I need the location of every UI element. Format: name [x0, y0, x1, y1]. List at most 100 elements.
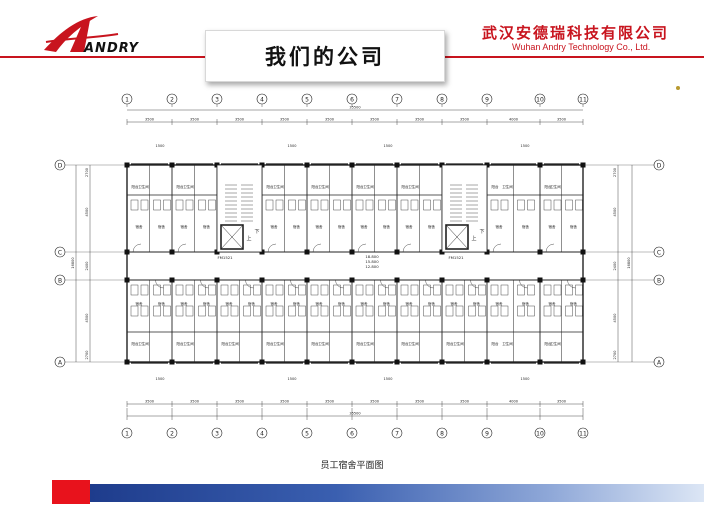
axis-bubble-top	[534, 93, 546, 105]
label-dorm: 宿舍	[451, 301, 459, 306]
label-toilet: 卫生间	[273, 184, 284, 189]
bed-fixture	[378, 284, 386, 296]
bed-fixture	[230, 284, 239, 296]
window-code-top: 1500	[288, 144, 297, 148]
axis-label-top: 4	[260, 97, 264, 104]
window-code-bottom: 1500	[384, 377, 393, 381]
bed-fixture	[230, 305, 239, 317]
bed-fixture	[288, 284, 296, 296]
dim-bottom-value: 3500	[280, 400, 289, 404]
bed-fixture	[468, 284, 476, 296]
bed-fixture	[455, 284, 464, 296]
bed-fixture	[198, 305, 206, 317]
bed-fixture	[365, 199, 374, 211]
axis-label-bottom: 9	[485, 431, 489, 438]
stair-down-label: 下	[479, 229, 484, 235]
structural-column	[394, 277, 400, 283]
bed-fixture	[275, 284, 284, 296]
stair-up-label: 上	[246, 235, 251, 242]
bed-fixture	[575, 305, 583, 317]
structural-column	[537, 249, 543, 255]
bed-fixture	[490, 305, 499, 317]
structural-column	[304, 249, 310, 255]
row-axis-label-left: C	[58, 250, 62, 257]
structural-column	[537, 162, 543, 168]
row-axis-label-left: A	[58, 360, 63, 367]
label-dorm: 宿舍	[496, 301, 504, 306]
label-dorm: 宿舍	[203, 301, 210, 306]
bed-fixture	[445, 305, 454, 317]
axis-bubble-top	[166, 93, 178, 105]
label-toilet: 卫生间	[550, 341, 561, 346]
bed-fixture	[517, 199, 525, 211]
door-swing	[519, 279, 528, 289]
stair-core	[216, 164, 263, 253]
dim-top-value: 3500	[557, 118, 566, 122]
axis-label-bottom: 6	[350, 431, 354, 438]
axis-bubble-top	[121, 93, 133, 105]
label-dorm: 宿舍	[361, 301, 369, 306]
axis-bubble-top	[391, 93, 403, 105]
axis-bubble-top	[481, 93, 493, 105]
door-swing	[545, 243, 555, 253]
bed-fixture	[153, 305, 161, 317]
label-balcony: 阳台	[312, 341, 320, 346]
axis-bubble-bottom	[121, 427, 133, 439]
bed-fixture	[140, 305, 149, 317]
row-axis-label-right: D	[657, 163, 662, 170]
label-balcony: 阳台	[312, 184, 320, 189]
dim-bottom-value: 3500	[190, 400, 199, 404]
bed-fixture	[478, 284, 486, 296]
elevator-shaft	[220, 224, 244, 250]
door-swing	[357, 243, 367, 253]
logo-wordmark: ANDRY	[83, 41, 140, 56]
label-balcony: 阳台	[357, 341, 365, 346]
label-dorm: 宿舍	[293, 224, 301, 229]
dim-right-value: 2700	[613, 351, 617, 360]
label-balcony: 阳台	[492, 341, 500, 346]
dim-left-value: 2400	[85, 262, 89, 271]
label-balcony: 阳台	[545, 184, 553, 189]
bed-fixture	[575, 284, 583, 296]
structural-column	[169, 162, 175, 168]
door-swing	[470, 279, 479, 289]
label-toilet: 卫生间	[363, 184, 374, 189]
dim-top-value: 3500	[460, 118, 469, 122]
bed-fixture	[527, 199, 535, 211]
structural-column	[484, 359, 490, 365]
label-dorm: 宿舍	[338, 301, 346, 306]
bed-fixture	[433, 284, 441, 296]
dim-left-total: 16800	[71, 257, 75, 268]
bed-fixture	[185, 199, 194, 211]
label-dorm: 宿舍	[570, 301, 578, 306]
axis-label-top: 6	[350, 97, 354, 104]
axis-label-bottom: 2	[170, 431, 174, 438]
bed-fixture	[355, 199, 364, 211]
bed-fixture	[553, 305, 562, 317]
axis-bubble-bottom	[301, 427, 313, 439]
structural-column	[439, 359, 445, 365]
bed-fixture	[478, 305, 486, 317]
bed-fixture	[378, 305, 386, 317]
structural-column	[349, 249, 355, 255]
label-balcony: 阳台	[267, 184, 275, 189]
axis-label-top: 9	[485, 97, 489, 104]
bed-fixture	[400, 305, 409, 317]
dim-bottom-value: 4000	[509, 400, 518, 404]
door-swing	[380, 279, 389, 289]
bed-fixture	[410, 284, 419, 296]
label-dorm: 宿舍	[496, 224, 504, 229]
window-code-top: 1500	[521, 144, 530, 148]
bed-fixture	[543, 199, 552, 211]
door-swing	[290, 279, 299, 289]
bed-fixture	[527, 284, 535, 296]
bed-fixture	[490, 284, 499, 296]
axis-label-top: 10	[536, 97, 544, 104]
door-swing	[132, 243, 142, 253]
door-swing	[155, 279, 164, 289]
bed-fixture	[410, 199, 419, 211]
dim-bottom-value: 3500	[415, 400, 424, 404]
structural-column	[169, 359, 175, 365]
label-dorm: 宿舍	[473, 301, 481, 306]
bed-fixture	[163, 305, 171, 317]
